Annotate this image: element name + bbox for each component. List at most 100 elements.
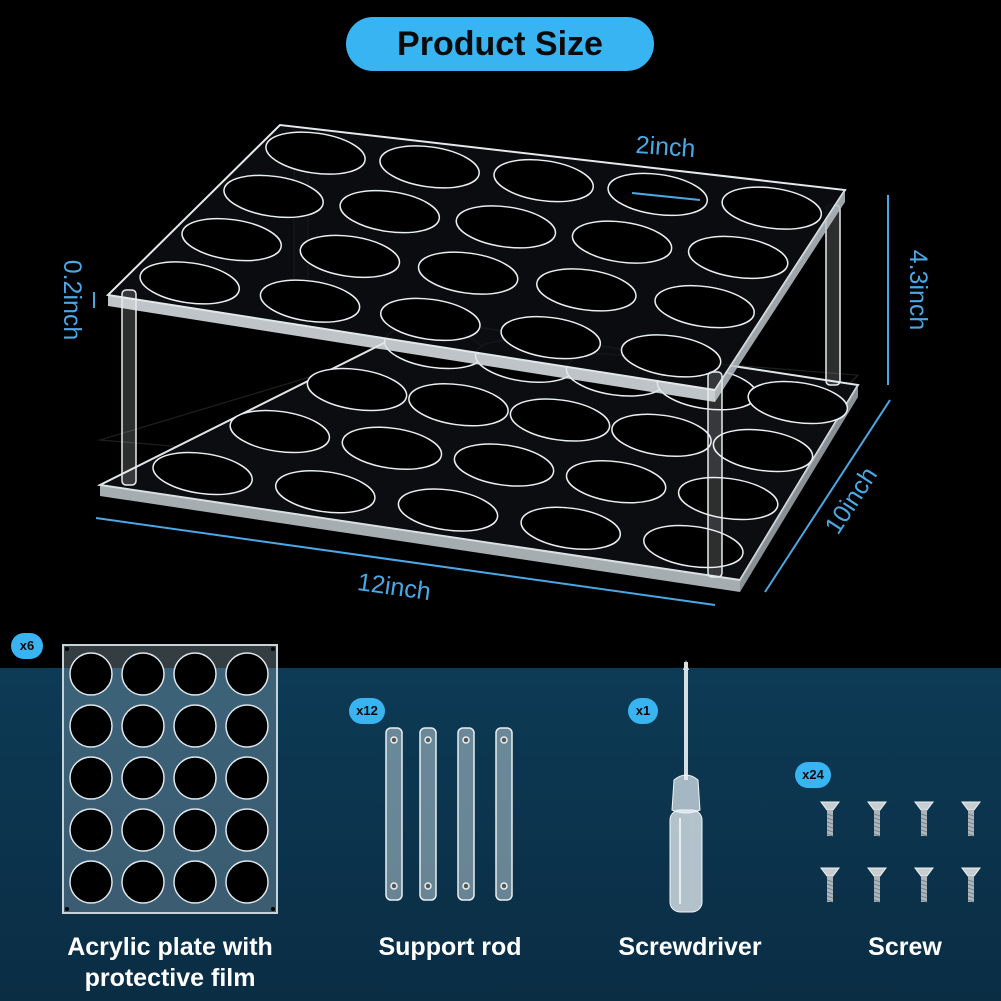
screw-quantity-badge: x24 — [795, 762, 831, 788]
screwdriver-quantity-badge: x1 — [628, 698, 658, 724]
rod-screw-hole — [500, 736, 508, 744]
plate-hole — [259, 279, 361, 323]
plate-hole — [565, 460, 667, 504]
plate-hole — [121, 756, 165, 800]
plate-label-line2: protective film — [84, 964, 256, 992]
plate-hole — [223, 174, 324, 219]
screwdriver-label: Screwdriver — [618, 933, 762, 961]
plate-hole — [274, 470, 376, 514]
plate-hole — [509, 398, 611, 442]
plate-hole — [121, 808, 165, 852]
plate-hole — [571, 220, 673, 264]
rod-quantity-badge: x12 — [349, 698, 385, 724]
support-rod — [457, 727, 475, 901]
plate-hole — [173, 756, 217, 800]
plate-screw-hole — [65, 647, 69, 651]
plate-hole — [417, 251, 519, 295]
support-rod — [495, 727, 513, 901]
plate-hole — [69, 860, 113, 904]
plate-hole — [225, 652, 269, 696]
rod-screw-hole — [462, 736, 470, 744]
screw — [867, 801, 887, 837]
acrylic-rack-illustration: 2inch 4.3inch 0.2inch 12inch 10inch — [58, 123, 932, 606]
top-plate-holes — [139, 131, 823, 378]
plate-hole — [229, 409, 331, 454]
plate-hole — [69, 808, 113, 852]
plate-hole — [712, 428, 814, 473]
plate-hole — [500, 315, 602, 360]
plate-hole — [379, 145, 480, 189]
plate-holes — [65, 647, 275, 911]
plate-hole — [225, 860, 269, 904]
plate-hole — [265, 131, 366, 175]
plate-hole — [121, 652, 165, 696]
plate-hole — [687, 235, 789, 280]
rod-label: Support rod — [378, 933, 522, 961]
plate-hole — [453, 443, 555, 487]
plate-screw-hole — [65, 907, 69, 911]
rod-screw-hole — [390, 882, 398, 890]
plate-hole — [69, 704, 113, 748]
rod-screw-hole — [424, 736, 432, 744]
plate-hole — [397, 488, 499, 532]
plate-hole — [69, 652, 113, 696]
plate-hole — [455, 205, 557, 249]
plate-hole — [173, 808, 217, 852]
depth-line — [764, 399, 891, 593]
dimension-lines — [93, 192, 891, 606]
support-rod-front-left — [121, 289, 137, 486]
support-rods-image — [385, 727, 513, 901]
page-title: Product Size — [346, 17, 654, 71]
depth-label: 10inch — [819, 462, 883, 539]
plate-hole — [380, 297, 481, 342]
plate-hole — [181, 217, 282, 262]
plate-hole — [677, 476, 779, 521]
plate-quantity-badge: x6 — [11, 633, 43, 659]
width-line — [95, 517, 716, 606]
plate-hole — [225, 704, 269, 748]
plate-hole — [121, 860, 165, 904]
plate-hole — [139, 261, 241, 305]
support-rod-front-right — [707, 371, 723, 578]
rod-screw-hole — [462, 882, 470, 890]
plate-screw-hole — [271, 907, 275, 911]
plate-hole — [173, 704, 217, 748]
screw — [820, 867, 840, 903]
plate-hole — [173, 860, 217, 904]
plate-hole — [121, 704, 165, 748]
support-rod — [385, 727, 403, 901]
plate-hole — [173, 652, 217, 696]
height-label: 4.3inch — [904, 250, 932, 331]
plate-hole — [611, 413, 712, 457]
plate-hole — [536, 268, 637, 312]
screw — [867, 867, 887, 903]
plate-hole — [520, 506, 622, 550]
plate-hole — [747, 380, 849, 425]
screw — [961, 801, 981, 837]
screw — [914, 867, 934, 903]
acrylic-plate-image — [62, 644, 278, 914]
top-plate — [105, 123, 847, 402]
screw-label: Screw — [868, 933, 942, 961]
components-panel — [0, 668, 1001, 1001]
width-label: 12inch — [356, 568, 433, 606]
plate-hole — [408, 383, 509, 427]
rack-support-rods-front — [121, 289, 723, 578]
screw — [820, 801, 840, 837]
rod-screw-hole — [500, 882, 508, 890]
rod-screw-hole — [390, 736, 398, 744]
support-rod — [419, 727, 437, 901]
screwdriver-image — [669, 660, 703, 913]
plate-screw-hole — [271, 647, 275, 651]
plate-label: Acrylic plate with protective film — [30, 932, 310, 994]
plate-hole — [620, 334, 722, 378]
plate-hole — [341, 426, 443, 470]
plate-hole — [225, 808, 269, 852]
plate-hole — [493, 158, 594, 203]
support-rod-back-right — [825, 204, 841, 386]
hole-diameter-label: 2inch — [635, 131, 697, 163]
screws-image — [820, 801, 981, 903]
rod-screw-hole — [424, 882, 432, 890]
plate-hole — [339, 189, 441, 234]
